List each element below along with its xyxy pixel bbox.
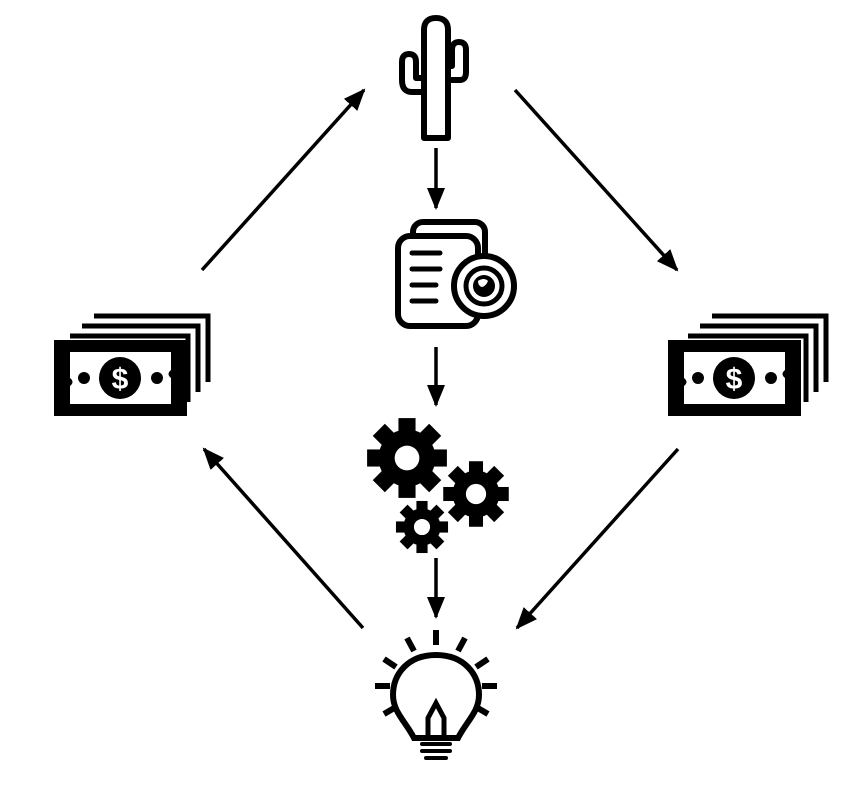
money-stack-icon-left: $ (54, 313, 211, 416)
arrow-money-left-to-cactus (200, 88, 366, 272)
lightbulb-icon (375, 630, 497, 760)
document-globe-icon (395, 219, 517, 329)
arrows (200, 88, 680, 630)
dollar-sign-right: $ (726, 363, 743, 396)
cactus-icon (399, 15, 469, 141)
money-stack-icon-right: $ (668, 313, 829, 416)
gears-icon (367, 418, 509, 554)
arrow-money-right-to-bulb (515, 447, 680, 630)
dollar-sign-left: $ (112, 363, 129, 396)
arrow-cactus-to-money-right (513, 88, 679, 272)
arrow-bulb-to-money-left (202, 447, 365, 630)
